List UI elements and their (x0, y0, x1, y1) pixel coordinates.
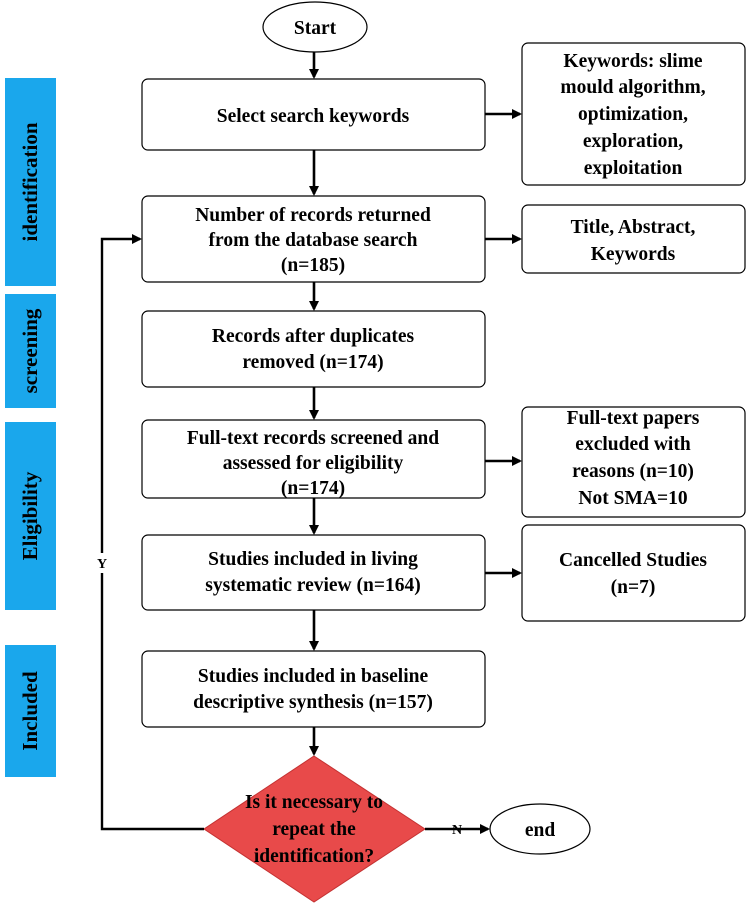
box-baseline-synthesis: Studies included in baseline descriptive… (141, 650, 486, 728)
edge-label-yes-bg (94, 553, 110, 573)
box-line: mould algorithm, (560, 77, 705, 98)
box-line: removed (n=174) (242, 352, 383, 373)
side-box-keywords: Keywords: slime mould algorithm, optimiz… (521, 42, 746, 186)
box-line: Full-text records screened and (187, 428, 439, 449)
stage-label-screening: screening (18, 308, 42, 393)
loop-back-line (100, 234, 204, 831)
box-line: exploitation (584, 158, 683, 179)
decision-node: Is it necessary to repeat the identifica… (203, 755, 426, 903)
end-label: end (525, 820, 556, 841)
box-line: Number of records returned (195, 205, 431, 226)
box-line: Studies included in living (208, 549, 418, 570)
box-line: Select search keywords (217, 106, 410, 127)
box-full-text-screened: Full-text records screened and assessed … (141, 419, 486, 499)
stage-screening: screening (5, 294, 56, 408)
edge-label-yes: Y (97, 557, 107, 572)
edge-label-no: N (452, 823, 462, 838)
end-node: end (489, 803, 591, 855)
box-line: Not SMA=10 (578, 488, 687, 509)
box-line: optimization, (578, 104, 688, 125)
box-line: exploration, (583, 131, 683, 152)
decision-line: identification? (254, 846, 374, 867)
decision-line: Is it necessary to (245, 792, 383, 813)
box-line: Full-text papers (567, 408, 700, 429)
box-line: Title, Abstract, (571, 217, 696, 238)
box-select-keywords: Select search keywords (141, 78, 486, 151)
stage-identification: identification (5, 78, 56, 286)
stage-eligibility: Eligibility (5, 422, 56, 610)
box-line: from the database search (209, 230, 418, 251)
stage-label-eligibility: Eligibility (18, 471, 42, 560)
box-line: (n=185) (281, 255, 345, 276)
stage-label-included: Included (18, 671, 42, 751)
box-records-returned: Number of records returned from the data… (141, 195, 486, 283)
box-line: Cancelled Studies (559, 550, 707, 571)
box-line: reasons (n=10) (572, 461, 694, 482)
box-line: (n=174) (281, 478, 345, 499)
box-line: systematic review (n=164) (205, 575, 420, 596)
box-line: assessed for eligibility (223, 453, 404, 474)
side-box-excluded: Full-text papers excluded with reasons (… (521, 406, 746, 518)
start-label: Start (294, 18, 337, 39)
stage-label-identification: identification (18, 122, 42, 241)
start-node: Start (262, 1, 368, 53)
box-line: Keywords (591, 244, 676, 265)
stage-included: Included (5, 645, 56, 777)
side-box-title-abstract: Title, Abstract, Keywords (521, 204, 746, 274)
box-living-review: Studies included in living systematic re… (141, 534, 486, 611)
decision-line: repeat the (272, 819, 356, 840)
box-line: Studies included in baseline (198, 666, 429, 687)
box-line: (n=7) (611, 577, 656, 598)
side-box-cancelled: Cancelled Studies (n=7) (521, 524, 746, 622)
box-line: excluded with (575, 434, 691, 455)
box-line: Records after duplicates (212, 326, 415, 347)
box-line: Keywords: slime (563, 51, 703, 72)
box-duplicates-removed: Records after duplicates removed (n=174) (141, 310, 486, 388)
box-line: descriptive synthesis (n=157) (193, 692, 433, 713)
